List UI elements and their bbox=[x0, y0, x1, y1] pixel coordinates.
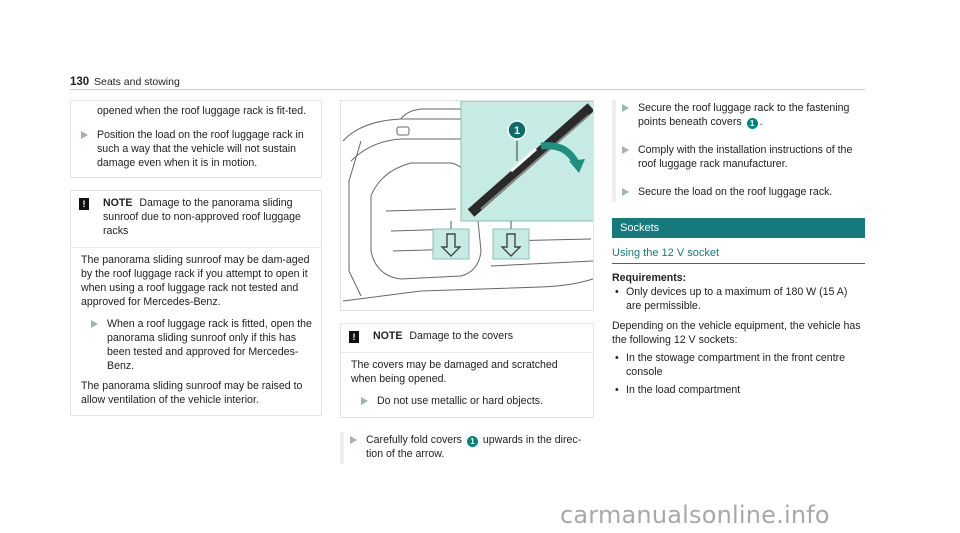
note-header: ! NOTE Damage to the panorama sliding su… bbox=[71, 191, 321, 248]
note-step-open-text: When a roof luggage rack is fitted, open… bbox=[107, 317, 312, 372]
step-position-load-text: Position the load on the roof luggage ra… bbox=[97, 128, 304, 169]
step-arrow-icon bbox=[622, 145, 629, 154]
callout-badge: 1 bbox=[466, 435, 478, 447]
page-header: 130 Seats and stowing bbox=[70, 76, 865, 90]
step-secure-load: Secure the load on the roof luggage rack… bbox=[616, 174, 865, 202]
continued-text-wrap: opened when the roof luggage rack is fit… bbox=[71, 101, 321, 177]
note-label: NOTE bbox=[103, 196, 133, 209]
step-secure-load-text: Secure the load on the roof luggage rack… bbox=[638, 185, 833, 198]
step-arrow-icon bbox=[622, 104, 629, 112]
warning-icon: ! bbox=[79, 197, 89, 210]
step-comply-text: Comply with the installation instruction… bbox=[638, 143, 853, 170]
continued-block: opened when the roof luggage rack is fit… bbox=[70, 100, 322, 178]
step-arrow-icon bbox=[361, 396, 368, 405]
watermark: carmanualsonline.info bbox=[560, 501, 830, 529]
note-paragraph-2: The panorama sliding sunroof may be rais… bbox=[81, 379, 303, 406]
warning-icon: ! bbox=[349, 331, 359, 343]
note-title: Damage to the panorama sliding sunroof d… bbox=[103, 196, 301, 237]
requirements-list: Only devices up to a maximum of 180 W (1… bbox=[612, 286, 865, 314]
page-number: 130 bbox=[70, 76, 90, 88]
steps-block: Secure the roof luggage rack to the fast… bbox=[612, 100, 865, 202]
list-item: In the load compartment bbox=[612, 384, 865, 398]
step-arrow-icon bbox=[622, 187, 629, 196]
figure-callout-number: 1 bbox=[514, 125, 520, 137]
step-position-load: Position the load on the roof luggage ra… bbox=[71, 129, 313, 171]
column-right: Secure the roof luggage rack to the fast… bbox=[612, 100, 865, 398]
note-body: The panorama sliding sunroof may be dam-… bbox=[71, 248, 321, 416]
step-fold-text-after: upwards in the direc-tion of the arrow. bbox=[366, 433, 582, 460]
continued-text: opened when the roof luggage rack is fit… bbox=[97, 105, 307, 117]
step-fold-covers: Carefully fold covers 1 upwards in the d… bbox=[344, 432, 594, 464]
depending-text: Depending on the vehicle equipment, the … bbox=[612, 319, 861, 346]
note-body: The covers may be damaged and scratched … bbox=[341, 353, 593, 417]
step-comply: Comply with the installation instruction… bbox=[616, 132, 865, 174]
note-step-open: When a roof luggage rack is fitted, open… bbox=[81, 318, 313, 374]
step-arrow-icon bbox=[350, 435, 357, 444]
subsection-title: Using the 12 V socket bbox=[612, 246, 865, 264]
step-secure-rack: Secure the roof luggage rack to the fast… bbox=[616, 100, 865, 132]
list-item: Only devices up to a maximum of 180 W (1… bbox=[612, 286, 865, 314]
column-left: opened when the roof luggage rack is fit… bbox=[70, 100, 322, 417]
requirements-label: Requirements: bbox=[612, 271, 687, 284]
callout-badge: 1 bbox=[746, 117, 758, 129]
note-step: Do not use metallic or hard objects. bbox=[351, 395, 585, 409]
section-title-sockets: Sockets bbox=[612, 217, 865, 239]
note-heading: NOTE Damage to the covers bbox=[373, 330, 513, 344]
note-paragraph: The covers may be damaged and scratched … bbox=[351, 358, 558, 385]
vehicle-roof-figure: 1 bbox=[340, 100, 594, 311]
sockets-list: In the stowage compartment in the front … bbox=[612, 352, 865, 398]
note-title: Damage to the covers bbox=[409, 330, 514, 342]
note-paragraph-1: The panorama sliding sunroof may be dam-… bbox=[81, 253, 310, 308]
page-section-title: Seats and stowing bbox=[94, 76, 180, 88]
note-header: ! NOTE Damage to the covers bbox=[341, 324, 593, 353]
step-arrow-icon bbox=[91, 319, 98, 328]
vehicle-roof-illustration: 1 bbox=[342, 101, 593, 302]
note-box-covers: ! NOTE Damage to the covers The covers m… bbox=[340, 323, 594, 418]
step-fold-block: Carefully fold covers 1 upwards in the d… bbox=[340, 431, 594, 464]
step-fold-text-before: Carefully fold covers bbox=[366, 433, 462, 446]
step-secure-text-before: Secure the roof luggage rack to the fast… bbox=[638, 102, 850, 128]
step-arrow-icon bbox=[81, 130, 88, 139]
step-secure-text-after: . bbox=[759, 115, 763, 128]
note-step-text: Do not use metallic or hard objects. bbox=[377, 394, 544, 407]
note-heading: NOTE Damage to the panorama sliding sunr… bbox=[103, 197, 313, 239]
note-label: NOTE bbox=[373, 330, 403, 342]
note-box-sunroof: ! NOTE Damage to the panorama sliding su… bbox=[70, 189, 322, 417]
column-middle: 1 ! NOTE Damage to the covers The covers… bbox=[340, 100, 594, 464]
list-item: In the stowage compartment in the front … bbox=[612, 352, 865, 380]
